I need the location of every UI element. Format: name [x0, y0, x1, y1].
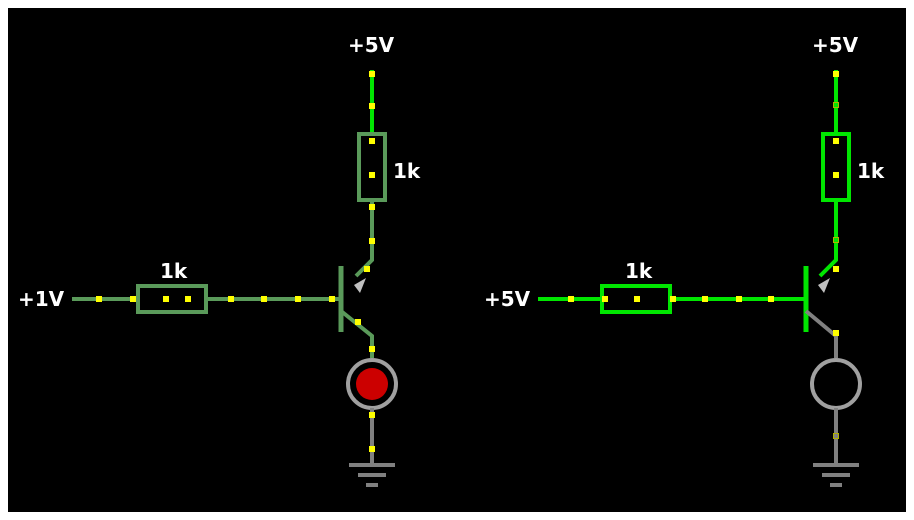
left-emitter-wire: [339, 309, 374, 358]
right-collector-resistor-label: 1k: [857, 159, 885, 183]
left-supply-label: +5V: [348, 33, 395, 57]
circuit-diagram: 1k 1k +1V +5V: [18, 33, 885, 487]
right-ground-icon: [813, 463, 859, 487]
left-base-resistor-label: 1k: [160, 259, 188, 283]
right-collector-wire: [818, 200, 838, 278]
right-led-icon[interactable]: [820, 368, 852, 400]
left-led-icon[interactable]: [356, 368, 388, 400]
right-base-resistor-label: 1k: [625, 259, 653, 283]
right-emitter-arrow-icon: [818, 278, 830, 293]
right-dim-current-dots: [833, 102, 839, 439]
left-collector-resistor-label: 1k: [393, 159, 421, 183]
left-collector-wire: [354, 200, 374, 278]
right-input-voltage-label: +5V: [484, 287, 531, 311]
left-current-dots: [96, 71, 375, 452]
right-circuit: 1k 1k +5V +5V: [484, 33, 885, 487]
left-input-voltage-label: +1V: [18, 287, 65, 311]
circuit-canvas: 1k 1k +1V +5V: [8, 8, 906, 512]
left-ground-icon: [349, 463, 395, 487]
left-emitter-arrow-icon: [354, 278, 366, 293]
right-supply-label: +5V: [812, 33, 859, 57]
right-emitter-wire: [804, 309, 838, 358]
left-circuit: 1k 1k +1V +5V: [18, 33, 421, 487]
left-base-resistor[interactable]: [136, 284, 208, 314]
right-current-dots: [568, 71, 839, 336]
